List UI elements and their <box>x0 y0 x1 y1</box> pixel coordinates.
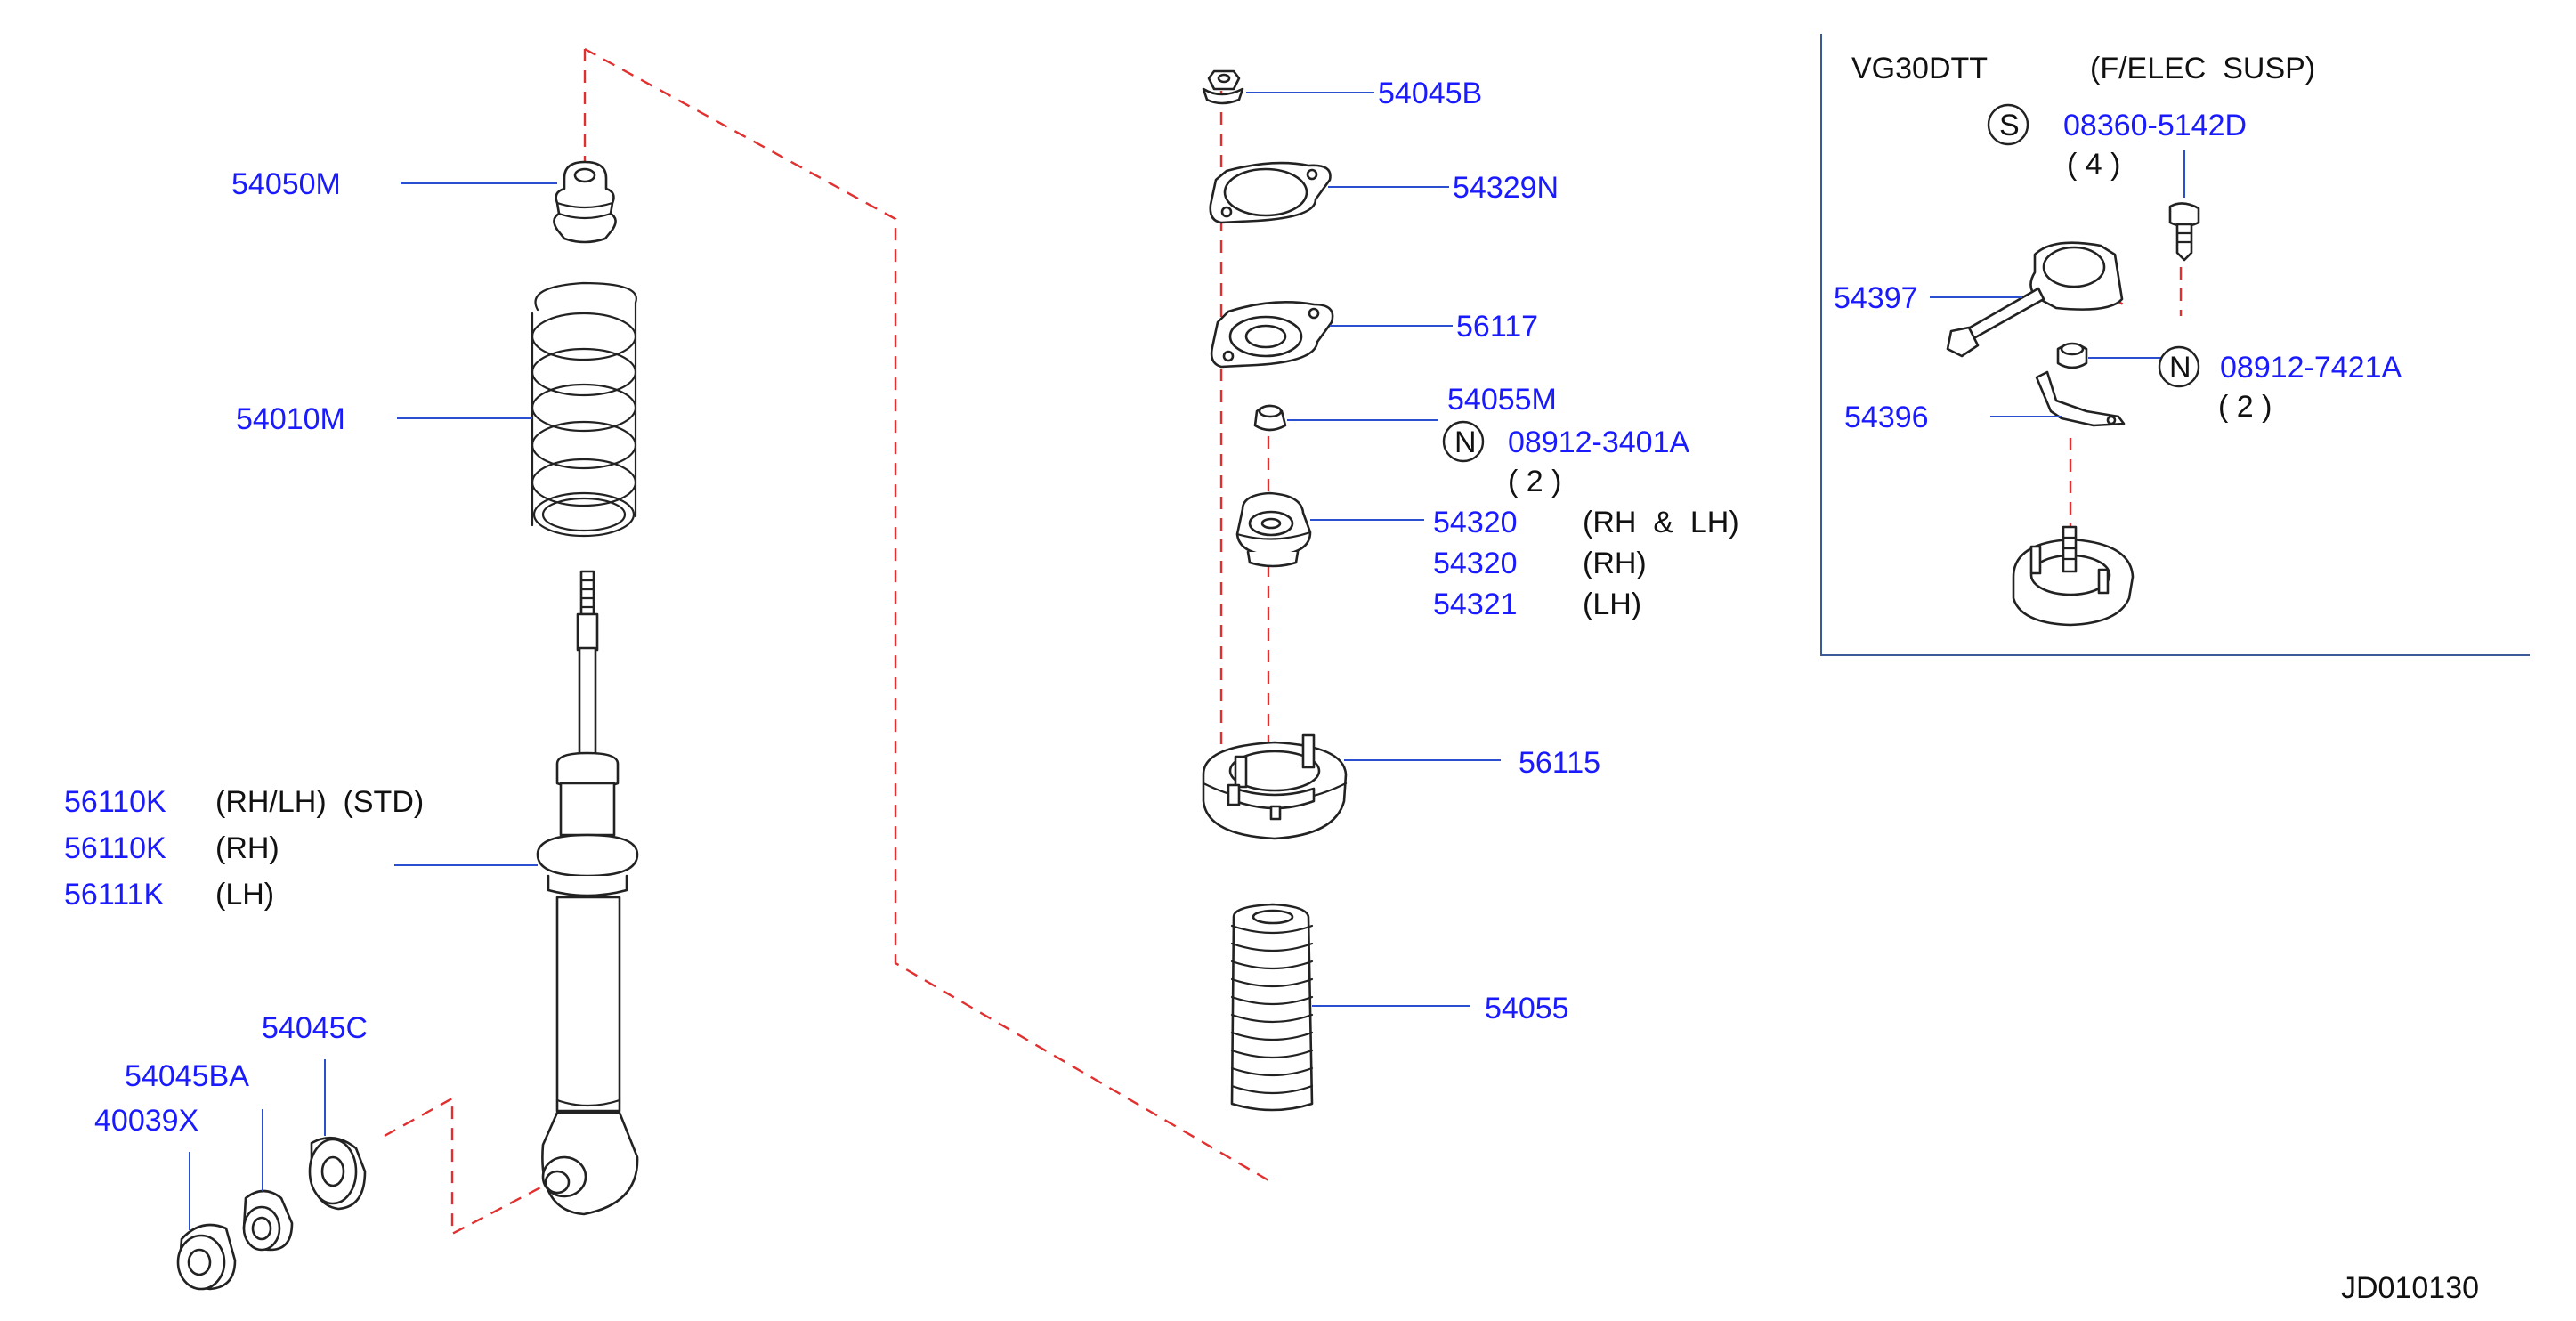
shock-absorber-part-illustration <box>536 570 639 1216</box>
label-08912-3401A: 08912-3401A <box>1508 425 1690 459</box>
dust-boot-part-illustration <box>1230 903 1314 1112</box>
label-54010M: 54010M <box>236 402 345 436</box>
note-54321: (LH) <box>1583 588 1641 621</box>
note-54320-rh: (RH) <box>1583 547 1647 580</box>
diagram-id: JD010130 <box>2341 1271 2479 1305</box>
label-54397: 54397 <box>1834 281 1918 315</box>
label-54055M: 54055M <box>1447 383 1557 417</box>
note-56111K: (LH) <box>215 878 274 912</box>
label-54320-rh: 54320 <box>1433 547 1518 580</box>
qty-08360-5142D: ( 4 ) <box>2067 148 2120 182</box>
label-56111K: 56111K <box>64 878 164 912</box>
label-54050M: 54050M <box>231 167 341 201</box>
label-54045B: 54045B <box>1378 77 1482 110</box>
symbol-circle-7421A <box>2158 345 2200 388</box>
symbol-circle-5142D <box>1987 103 2029 146</box>
label-08912-7421A: 08912-7421A <box>2220 351 2402 385</box>
label-08360-5142D: 08360-5142D <box>2063 109 2247 142</box>
label-56115: 56115 <box>1519 746 1600 780</box>
nut-part-illustration <box>176 1223 237 1291</box>
label-54045BA: 54045BA <box>125 1059 249 1093</box>
label-56117: 56117 <box>1456 310 1538 344</box>
inset-engine-label: VG30DTT <box>1851 52 1988 85</box>
sensor-bracket-part-illustration <box>1946 241 2124 358</box>
inset-nut-part-illustration <box>2056 342 2088 369</box>
spring-seat-part-illustration <box>1202 733 1348 840</box>
small-bracket-part-illustration <box>2035 370 2126 427</box>
bushing-large-part-illustration <box>308 1136 367 1211</box>
collar-part-illustration <box>242 1189 294 1252</box>
mount-plate-part-illustration <box>1210 301 1334 369</box>
mount-insulator-part-illustration <box>1235 491 1312 568</box>
label-54045C: 54045C <box>262 1011 368 1045</box>
label-54055: 54055 <box>1485 992 1569 1025</box>
small-nut-part-illustration <box>1253 404 1287 432</box>
inset-variant-label: (F/ELEC SUSP) <box>2090 52 2315 85</box>
label-56110K-std: 56110K <box>64 785 166 819</box>
top-nut-part-illustration <box>1202 69 1244 105</box>
note-56110K-rh: (RH) <box>215 831 279 865</box>
symbol-circle-3401A <box>1442 420 1485 463</box>
label-54329N: 54329N <box>1453 171 1559 205</box>
label-40039X: 40039X <box>94 1104 198 1138</box>
symbol-N-7421A: N <box>2169 351 2191 385</box>
qty-08912-3401A: ( 2 ) <box>1508 465 1561 498</box>
qty-08912-7421A: ( 2 ) <box>2218 390 2272 424</box>
symbol-S-5142D: S <box>1999 109 2020 142</box>
symbol-N-3401A: N <box>1454 425 1477 459</box>
note-54320-rh-lh: (RH & LH) <box>1583 506 1739 539</box>
label-54320-rh-lh: 54320 <box>1433 506 1518 539</box>
bolt-part-illustration <box>2168 202 2200 262</box>
inset-mount-part-illustration <box>2012 525 2135 627</box>
note-56110K-std: (RH/LH) (STD) <box>215 785 424 819</box>
bump-stopper-part-illustration <box>553 160 617 244</box>
coil-spring-part-illustration <box>531 281 637 538</box>
label-54396: 54396 <box>1844 401 1929 434</box>
label-56110K-rh: 56110K <box>64 831 166 865</box>
gasket-plate-part-illustration <box>1209 161 1332 224</box>
inset-frame <box>1820 34 2530 656</box>
label-54321: 54321 <box>1433 588 1518 621</box>
